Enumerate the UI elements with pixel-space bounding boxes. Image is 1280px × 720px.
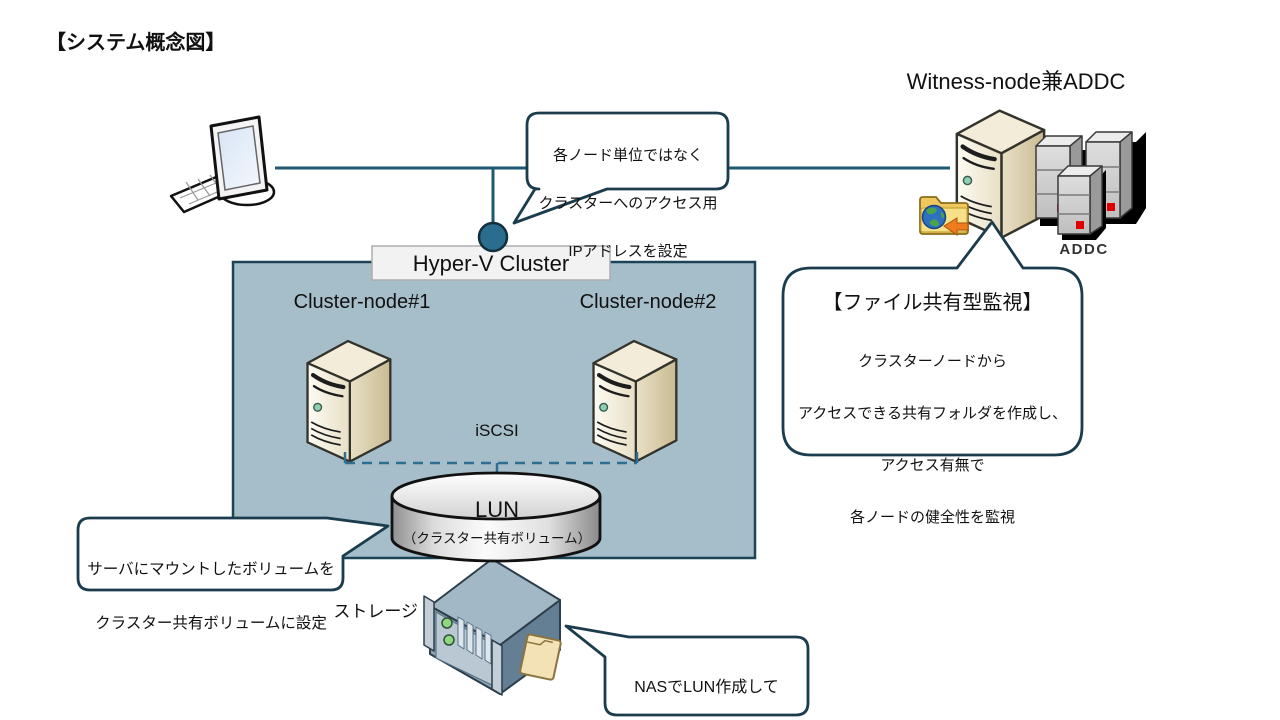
callout-volume-bubble — [76, 516, 390, 592]
shared-folder-icon — [919, 196, 969, 236]
witness-server-icon — [957, 111, 1044, 238]
cluster-node2-label: Cluster-node#2 — [579, 291, 717, 313]
lun-title: LUN — [474, 497, 519, 522]
callout-nas-text: NASでLUN作成して サーバとiSCSIで接続 — [634, 679, 779, 696]
addc-servers-icon — [1035, 131, 1146, 240]
network-node-dot — [477, 221, 509, 253]
storage-label: ストレージ — [333, 602, 418, 621]
client-computer-icon — [169, 115, 276, 214]
callout-volume-text: サーバにマウントしたボリュームを クラスター共有ボリュームに設定 — [87, 561, 335, 632]
page-title: 【システム概念図】 — [46, 32, 226, 54]
cluster-node1-label: Cluster-node#1 — [293, 291, 431, 313]
callout-monitoring-text: クラスターノードから アクセスできる共有フォルダを作成し、 アクセス有無で 各ノ… — [798, 353, 1067, 526]
callout-nas-bubble — [564, 624, 810, 717]
callout-ip-bubble — [512, 111, 730, 225]
hyperv-cluster-label: Hyper-V Cluster — [412, 251, 570, 276]
cluster-node2-server-icon — [594, 341, 677, 462]
callout-monitoring-bubble — [781, 220, 1084, 457]
callout-ip-text: 各ノード単位ではなく クラスターへのアクセス用 IPアドレスを設定 — [538, 147, 718, 260]
callout-monitoring-title: 【ファイル共有型監視】 — [822, 292, 1043, 314]
cluster-node1-server-icon — [308, 341, 391, 462]
storage-nas-icon — [423, 558, 562, 696]
lun-cylinder — [390, 471, 602, 563]
addc-label: ADDC — [1059, 241, 1109, 258]
witness-node-title: Witness-node兼ADDC — [906, 69, 1126, 94]
lun-subtitle: （クラスター共有ボリューム） — [402, 531, 592, 546]
iscsi-label: iSCSI — [475, 421, 519, 440]
